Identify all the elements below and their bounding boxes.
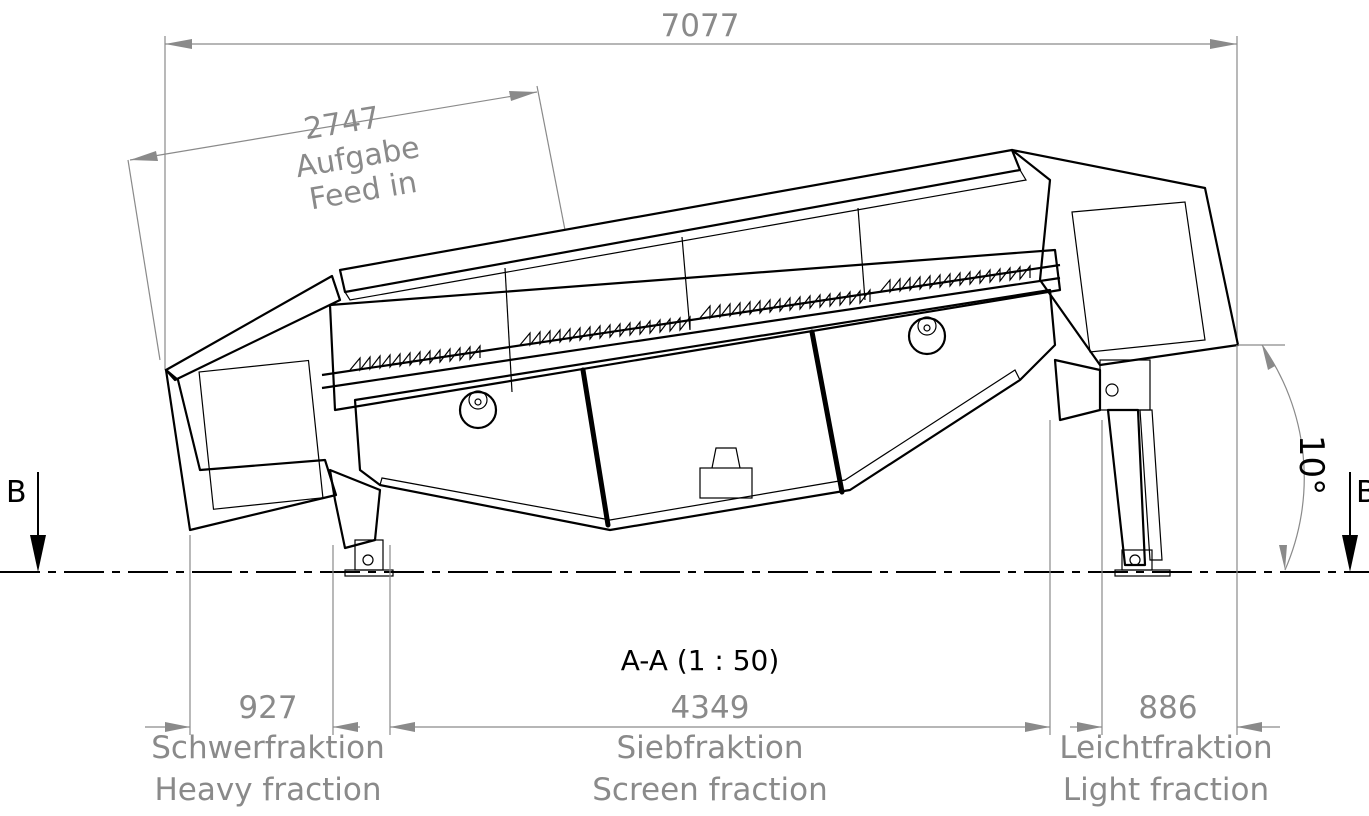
light-de: Leichtfraktion [1059,730,1272,766]
heavy-de: Schwerfraktion [151,730,385,766]
overall-length-label: 7077 [661,8,740,44]
cut-marker-right: B [1356,475,1369,510]
heavy-value: 927 [238,690,297,726]
light-en: Light fraction [1063,772,1269,808]
angle-dimension: 10° [1238,344,1331,571]
cut-line: B B [0,472,1369,573]
section-label: A-A (1 : 50) [621,644,780,677]
screen-value: 4349 [671,690,750,726]
screen-machine [164,148,1240,577]
angle-label: 10° [1291,435,1331,495]
light-value: 886 [1138,690,1197,726]
motor-left-icon [458,390,498,430]
screen-en: Screen fraction [592,772,828,808]
overall-dimension: 7077 [164,8,1238,370]
feed-dimension: 2747 Aufgabe Feed in [127,85,566,361]
bottom-dimensions: 927 Schwerfraktion Heavy fraction 4349 S… [145,345,1280,808]
heavy-en: Heavy fraction [154,772,381,808]
cut-marker-left: B [6,475,27,510]
motor-right-icon [907,316,947,356]
screen-de: Siebfraktion [616,730,803,766]
